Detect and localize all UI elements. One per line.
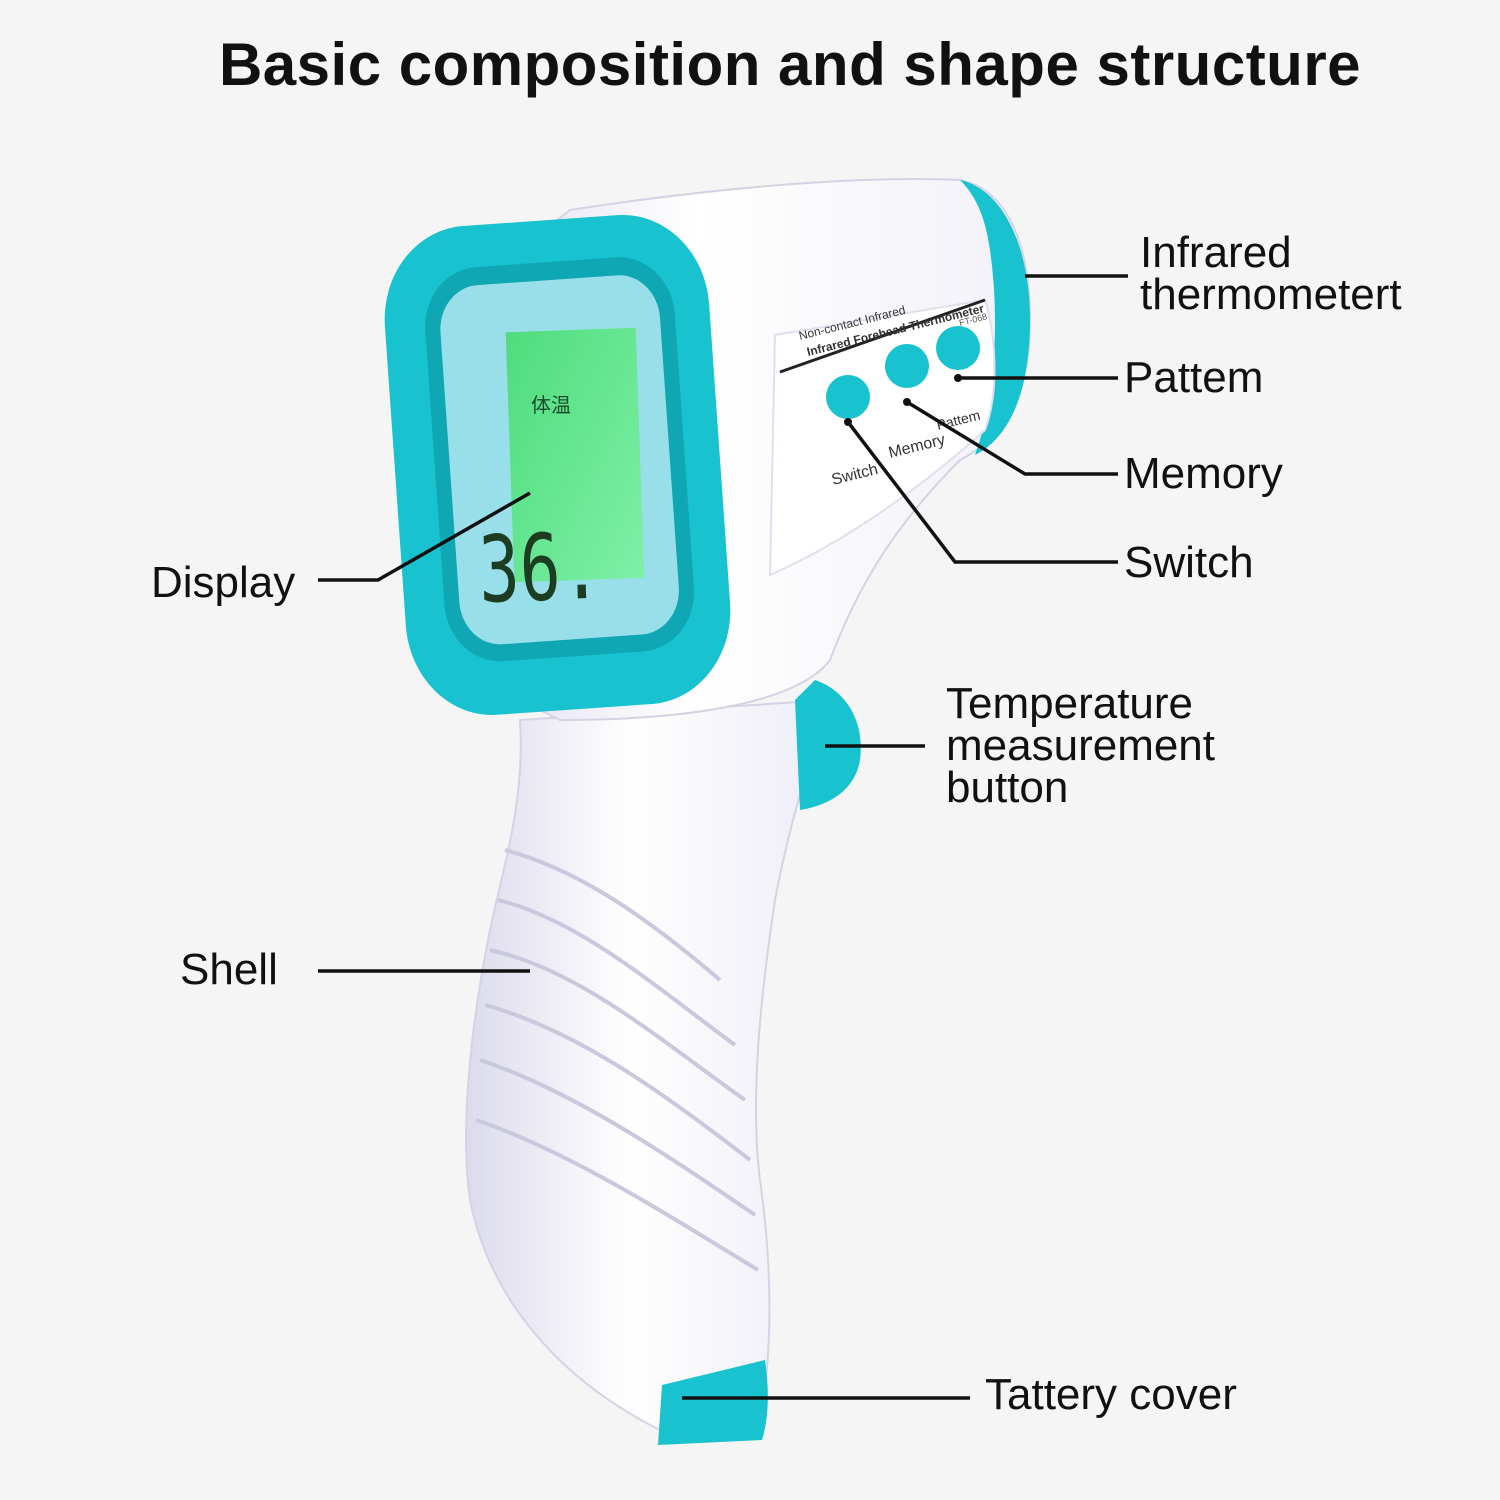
label-display: Display bbox=[151, 558, 296, 607]
label-temp-line-1: Temperature bbox=[946, 679, 1194, 728]
handle-shell bbox=[465, 698, 832, 1432]
label-shell: Shell bbox=[180, 945, 278, 994]
label-infrared-line-1: Infrared bbox=[1140, 228, 1292, 277]
switch-button bbox=[826, 375, 870, 419]
leader-memory bbox=[906, 400, 1118, 476]
leader-lines bbox=[318, 274, 1128, 1400]
screen-reading: 36. bbox=[477, 514, 603, 625]
label-infrared-line-2: thermometert bbox=[1140, 270, 1402, 319]
label-infrared-thermometer: Infrared thermometert bbox=[1140, 228, 1402, 319]
grip-ridges bbox=[475, 848, 760, 1272]
label-battery-cover: Tattery cover bbox=[985, 1370, 1237, 1419]
label-memory: Memory bbox=[1124, 449, 1283, 498]
memory-button bbox=[885, 344, 929, 388]
leader-display bbox=[318, 491, 531, 582]
head-accent bbox=[960, 180, 1030, 455]
label-pattern: Pattem bbox=[1124, 353, 1264, 402]
battery-cover bbox=[658, 1360, 768, 1445]
leader-switch bbox=[846, 420, 1118, 564]
label-temperature-button: Temperature measurement button bbox=[946, 679, 1216, 812]
label-temp-line-2: measurement bbox=[946, 721, 1216, 770]
pattern-button bbox=[936, 326, 980, 370]
label-switch: Switch bbox=[1124, 538, 1254, 587]
label-temp-line-3: button bbox=[946, 763, 1069, 812]
screen-kanji: 体温 bbox=[531, 393, 571, 417]
panel-divider-line bbox=[779, 298, 986, 374]
page-title: Basic composition and shape structure bbox=[218, 31, 1362, 98]
button-panel bbox=[768, 298, 996, 577]
display-screen bbox=[505, 327, 645, 583]
